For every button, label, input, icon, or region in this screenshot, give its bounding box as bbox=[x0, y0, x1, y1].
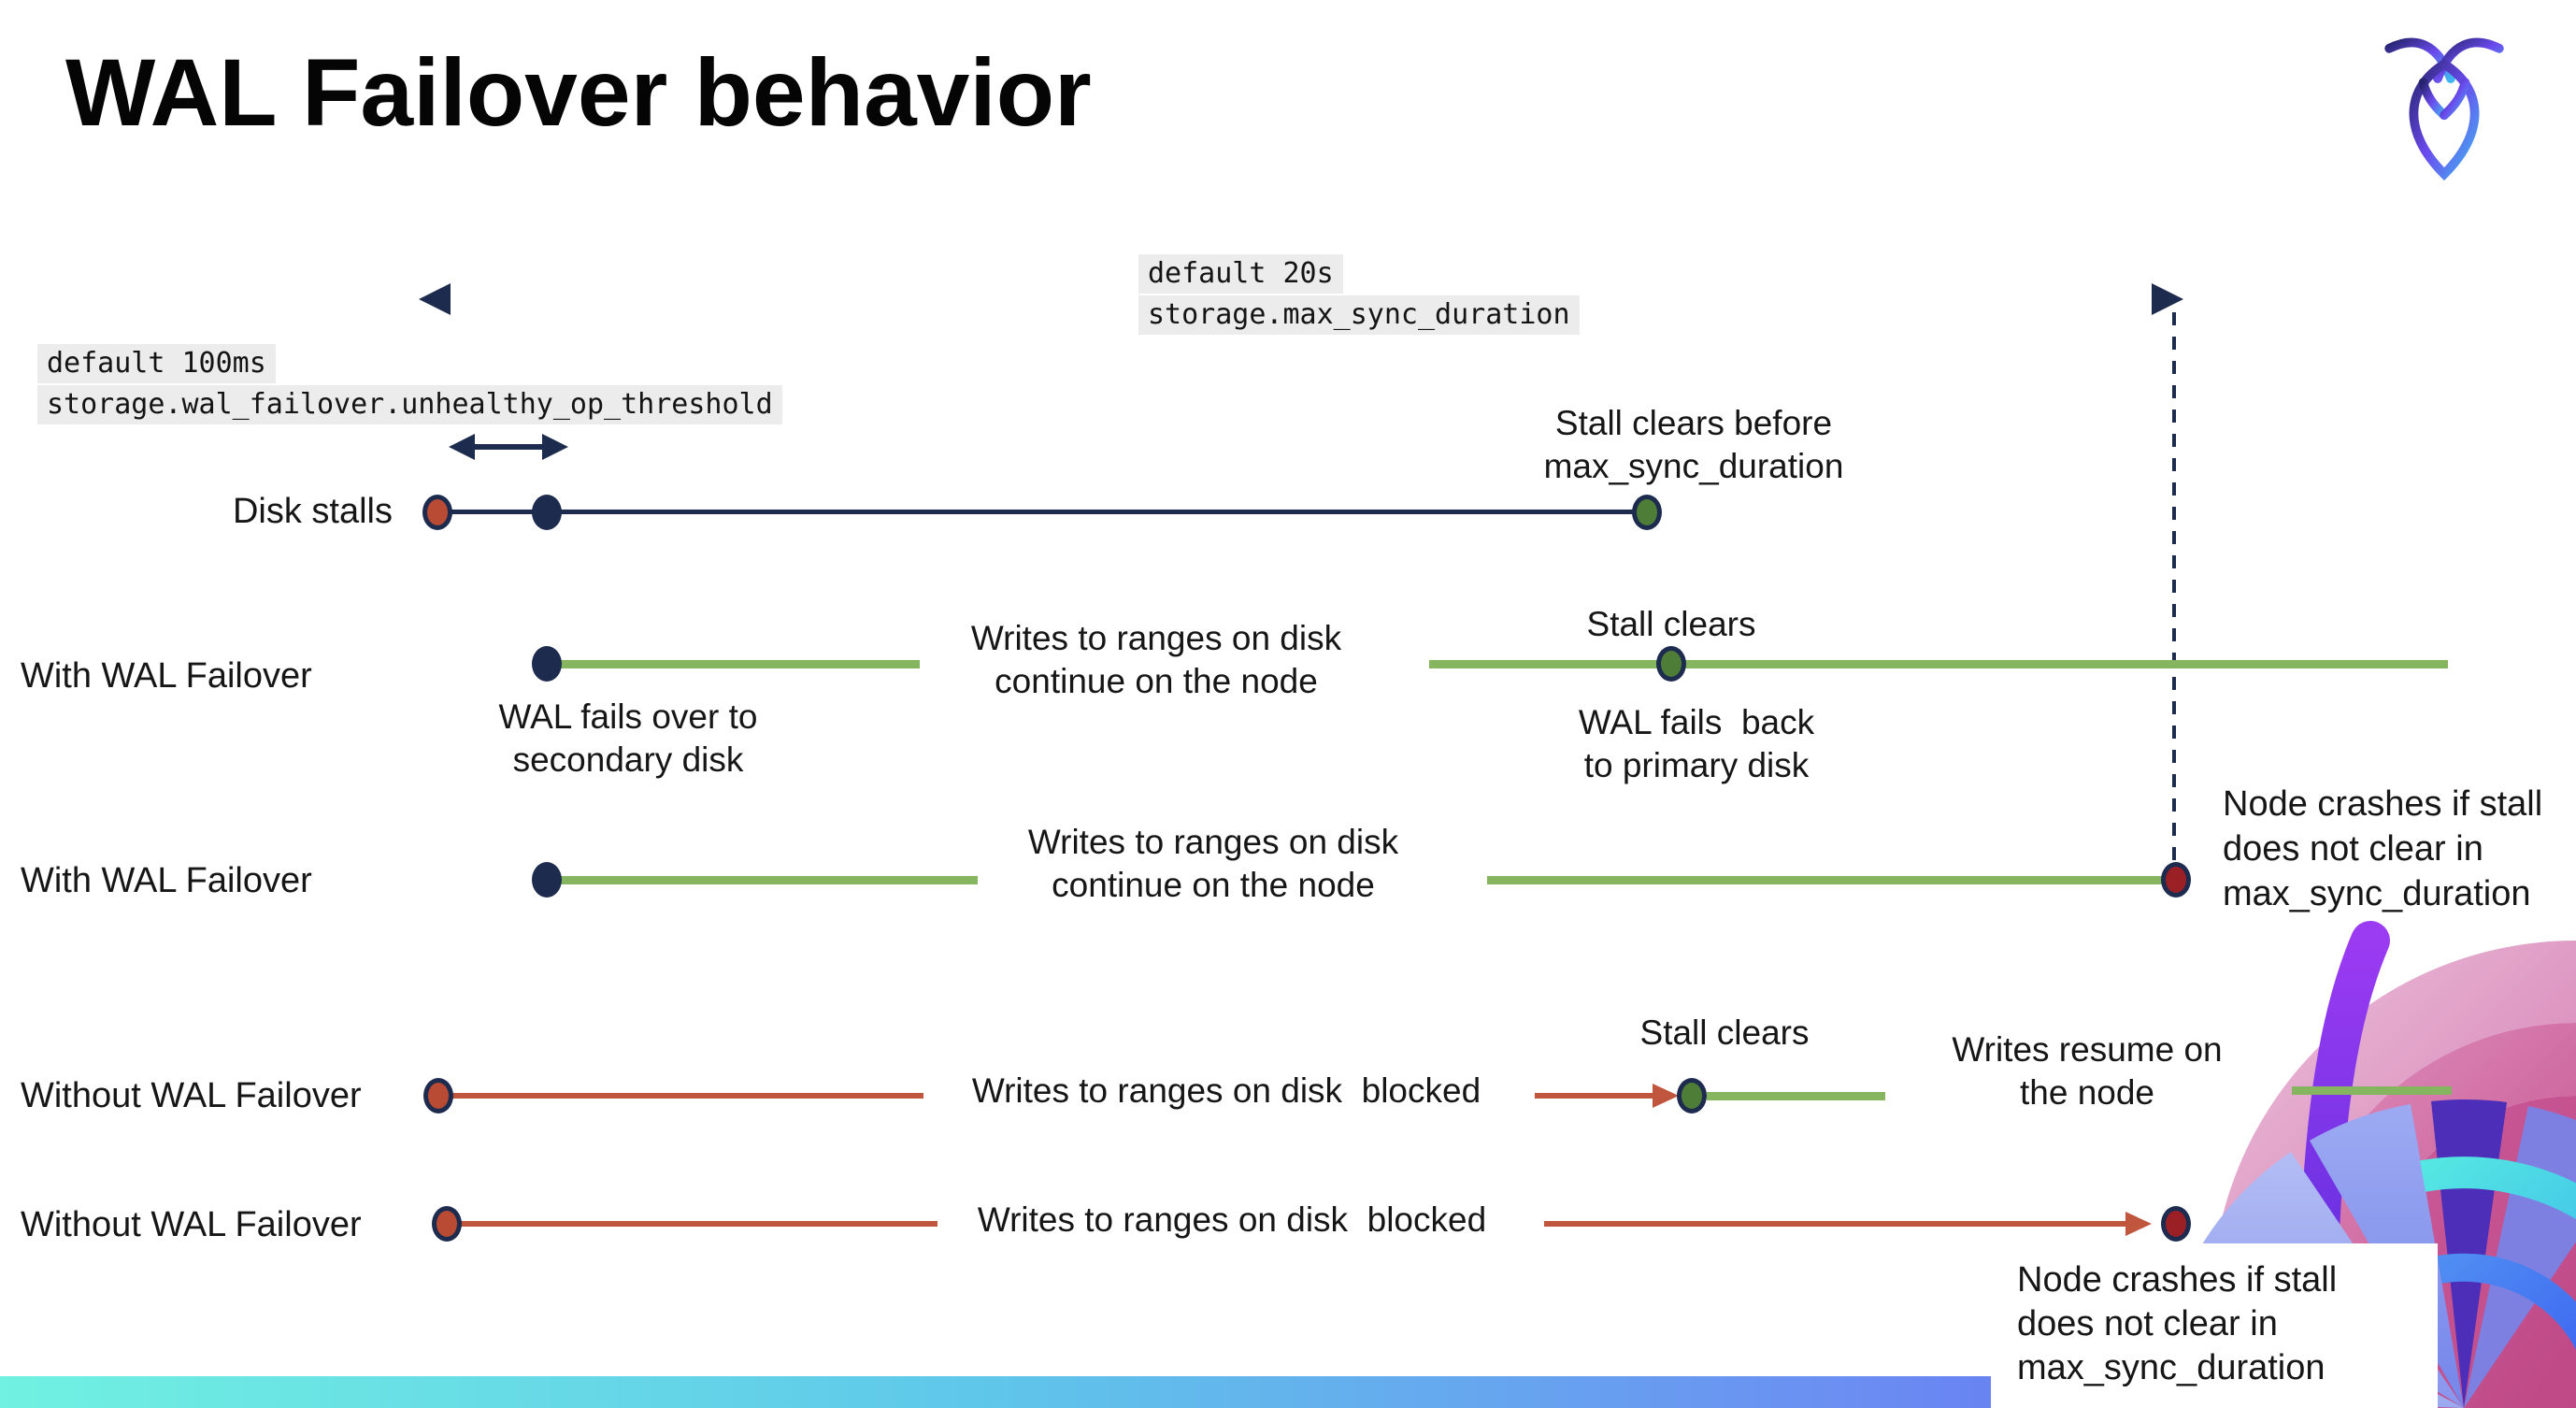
without-wal-2-arrowhead bbox=[2125, 1212, 2152, 1236]
without-wal-2-blocked-text: Writes to ranges on disk blocked bbox=[977, 1200, 1487, 1239]
without-wal-1-green-segment-a bbox=[1707, 1092, 1885, 1100]
disk-stalls-timeline bbox=[437, 510, 1647, 514]
row-label-with-wal-failover-1: With WAL Failover bbox=[21, 656, 312, 696]
unhealthy-op-threshold-arrow bbox=[449, 434, 568, 460]
with-wal-2-failover-dot bbox=[532, 862, 562, 898]
unhealthy-op-setting-label: storage.wal_failover.unhealthy_op_thresh… bbox=[37, 385, 782, 424]
with-wal-1-stall-clears-text: Stall clears bbox=[1586, 605, 1756, 643]
without-wal-2-crash-dot bbox=[2161, 1206, 2191, 1242]
page-title: WAL Failover behavior bbox=[65, 39, 1092, 146]
crash-callout-box: Node crashes if stall does not clear in … bbox=[1991, 1243, 2438, 1408]
wal-fails-over-text: WAL fails over to secondary disk bbox=[498, 697, 758, 779]
max-sync-default-label: default 20s bbox=[1138, 254, 1343, 294]
max-sync-duration-arrow bbox=[419, 283, 2183, 315]
without-wal-2-crash-text: Node crashes if stall does not clear in … bbox=[2017, 1260, 2338, 1387]
with-wal-2-writes-text: Writes to ranges on disk continue on the… bbox=[1027, 823, 1399, 904]
with-wal-2-green-segment-b bbox=[1487, 876, 2162, 884]
disk-stall-threshold-dot bbox=[532, 495, 562, 530]
with-wal-2-green-segment-a bbox=[561, 876, 978, 884]
without-wal-1-blocked-text: Writes to ranges on disk blocked bbox=[971, 1071, 1481, 1110]
with-wal-1-green-segment-a bbox=[561, 660, 920, 668]
stall-clears-before-text: Stall clears before max_sync_duration bbox=[1543, 404, 1844, 485]
row-label-without-wal-failover-2: Without WAL Failover bbox=[21, 1205, 362, 1244]
with-wal-2-crash-dot bbox=[2161, 862, 2191, 898]
with-wal-1-failover-dot bbox=[532, 646, 562, 682]
unhealthy-op-default-label: default 100ms bbox=[37, 344, 276, 383]
max-sync-deadline-dashed-line bbox=[2172, 312, 2176, 862]
row-label-with-wal-failover-2: With WAL Failover bbox=[21, 861, 312, 900]
without-wal-1-stall-clears-dot bbox=[1677, 1078, 1707, 1113]
without-wal-2-blocked-line bbox=[461, 1221, 937, 1227]
without-wal-2-stall-dot bbox=[432, 1206, 462, 1242]
disk-stall-start-dot bbox=[422, 495, 452, 530]
writes-resume-text: Writes resume on the node bbox=[1952, 1030, 2223, 1112]
without-wal-1-stall-clears-text: Stall clears bbox=[1639, 1013, 1810, 1052]
with-wal-2-crash-text: Node crashes if stall does not clear in … bbox=[2223, 784, 2543, 913]
row-label-without-wal-failover-1: Without WAL Failover bbox=[21, 1076, 362, 1115]
cockroachdb-logo-icon bbox=[2384, 37, 2504, 181]
disk-stall-clears-dot bbox=[1632, 495, 1662, 530]
without-wal-1-green-segment-b bbox=[2292, 1086, 2452, 1095]
with-wal-1-writes-text: Writes to ranges on disk continue on the… bbox=[970, 619, 1342, 700]
without-wal-2-arrow-line bbox=[1544, 1221, 2133, 1227]
without-wal-1-blocked-line bbox=[452, 1093, 923, 1099]
without-wal-1-arrow-line bbox=[1535, 1093, 1661, 1099]
with-wal-1-green-segment-b bbox=[1429, 660, 2448, 668]
without-wal-1-arrowhead bbox=[1653, 1084, 1679, 1108]
without-wal-1-stall-dot bbox=[423, 1078, 453, 1113]
with-wal-1-stall-clears-dot bbox=[1656, 646, 1686, 682]
wal-fails-back-text: WAL fails back to primary disk bbox=[1578, 703, 1815, 784]
row-label-disk-stalls: Disk stalls bbox=[232, 492, 393, 531]
